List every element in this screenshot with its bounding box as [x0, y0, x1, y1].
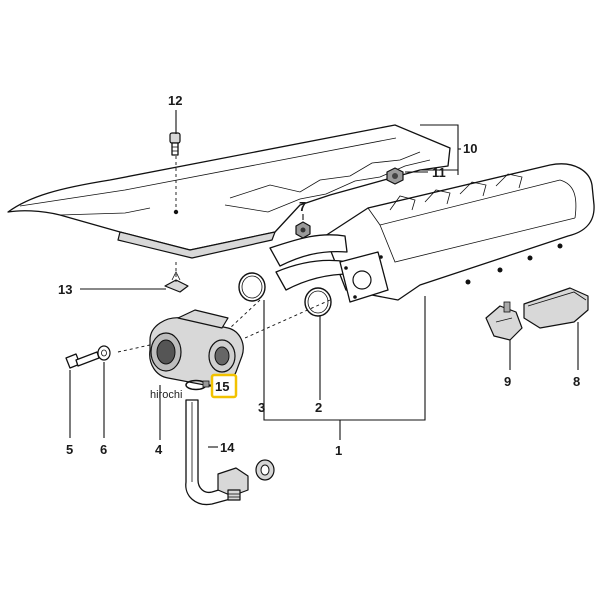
callout-9: 9 — [504, 374, 511, 389]
clip-part-13 — [164, 271, 189, 293]
callout-3: 3 — [258, 400, 265, 415]
callout-12: 12 — [168, 93, 182, 108]
callout-11: 11 — [432, 165, 446, 180]
callout-6: 6 — [100, 442, 107, 457]
bracket-part-9 — [485, 301, 523, 341]
bolt-part-12 — [169, 132, 181, 156]
housing-part-4 — [149, 309, 244, 387]
washer-lower — [255, 459, 275, 481]
cap-nut-part-7 — [295, 221, 311, 239]
cover-cap-part-8 — [523, 287, 589, 329]
washer-part-6 — [97, 345, 111, 361]
callout-2: 2 — [315, 400, 322, 415]
watermark-text: hirochi — [150, 389, 182, 401]
o-ring-part-3 — [238, 272, 266, 302]
callout-7: 7 — [299, 199, 306, 214]
hose-clamp-part-15 — [185, 379, 210, 391]
intake-manifold-part-1 — [269, 163, 595, 303]
callout-8: 8 — [573, 374, 580, 389]
callout-labels: 12 10 11 7 13 15 hirochi 3 2 9 8 5 6 4 1… — [58, 93, 580, 458]
nut-part-11 — [386, 167, 404, 185]
callout-5: 5 — [66, 442, 73, 457]
bolt-part-5 — [65, 351, 100, 369]
callout-14: 14 — [220, 440, 235, 455]
callout-13: 13 — [58, 282, 72, 297]
callout-1: 1 — [335, 443, 342, 458]
callout-4: 4 — [155, 442, 163, 457]
o-ring-part-2 — [304, 287, 332, 317]
callout-10: 10 — [463, 141, 477, 156]
cover-part-10 — [7, 124, 451, 259]
highlight-box-15 — [210, 373, 238, 399]
callout-15: 15 — [215, 379, 229, 394]
fitting-part-14 — [217, 467, 249, 501]
leader-lines — [69, 110, 579, 448]
